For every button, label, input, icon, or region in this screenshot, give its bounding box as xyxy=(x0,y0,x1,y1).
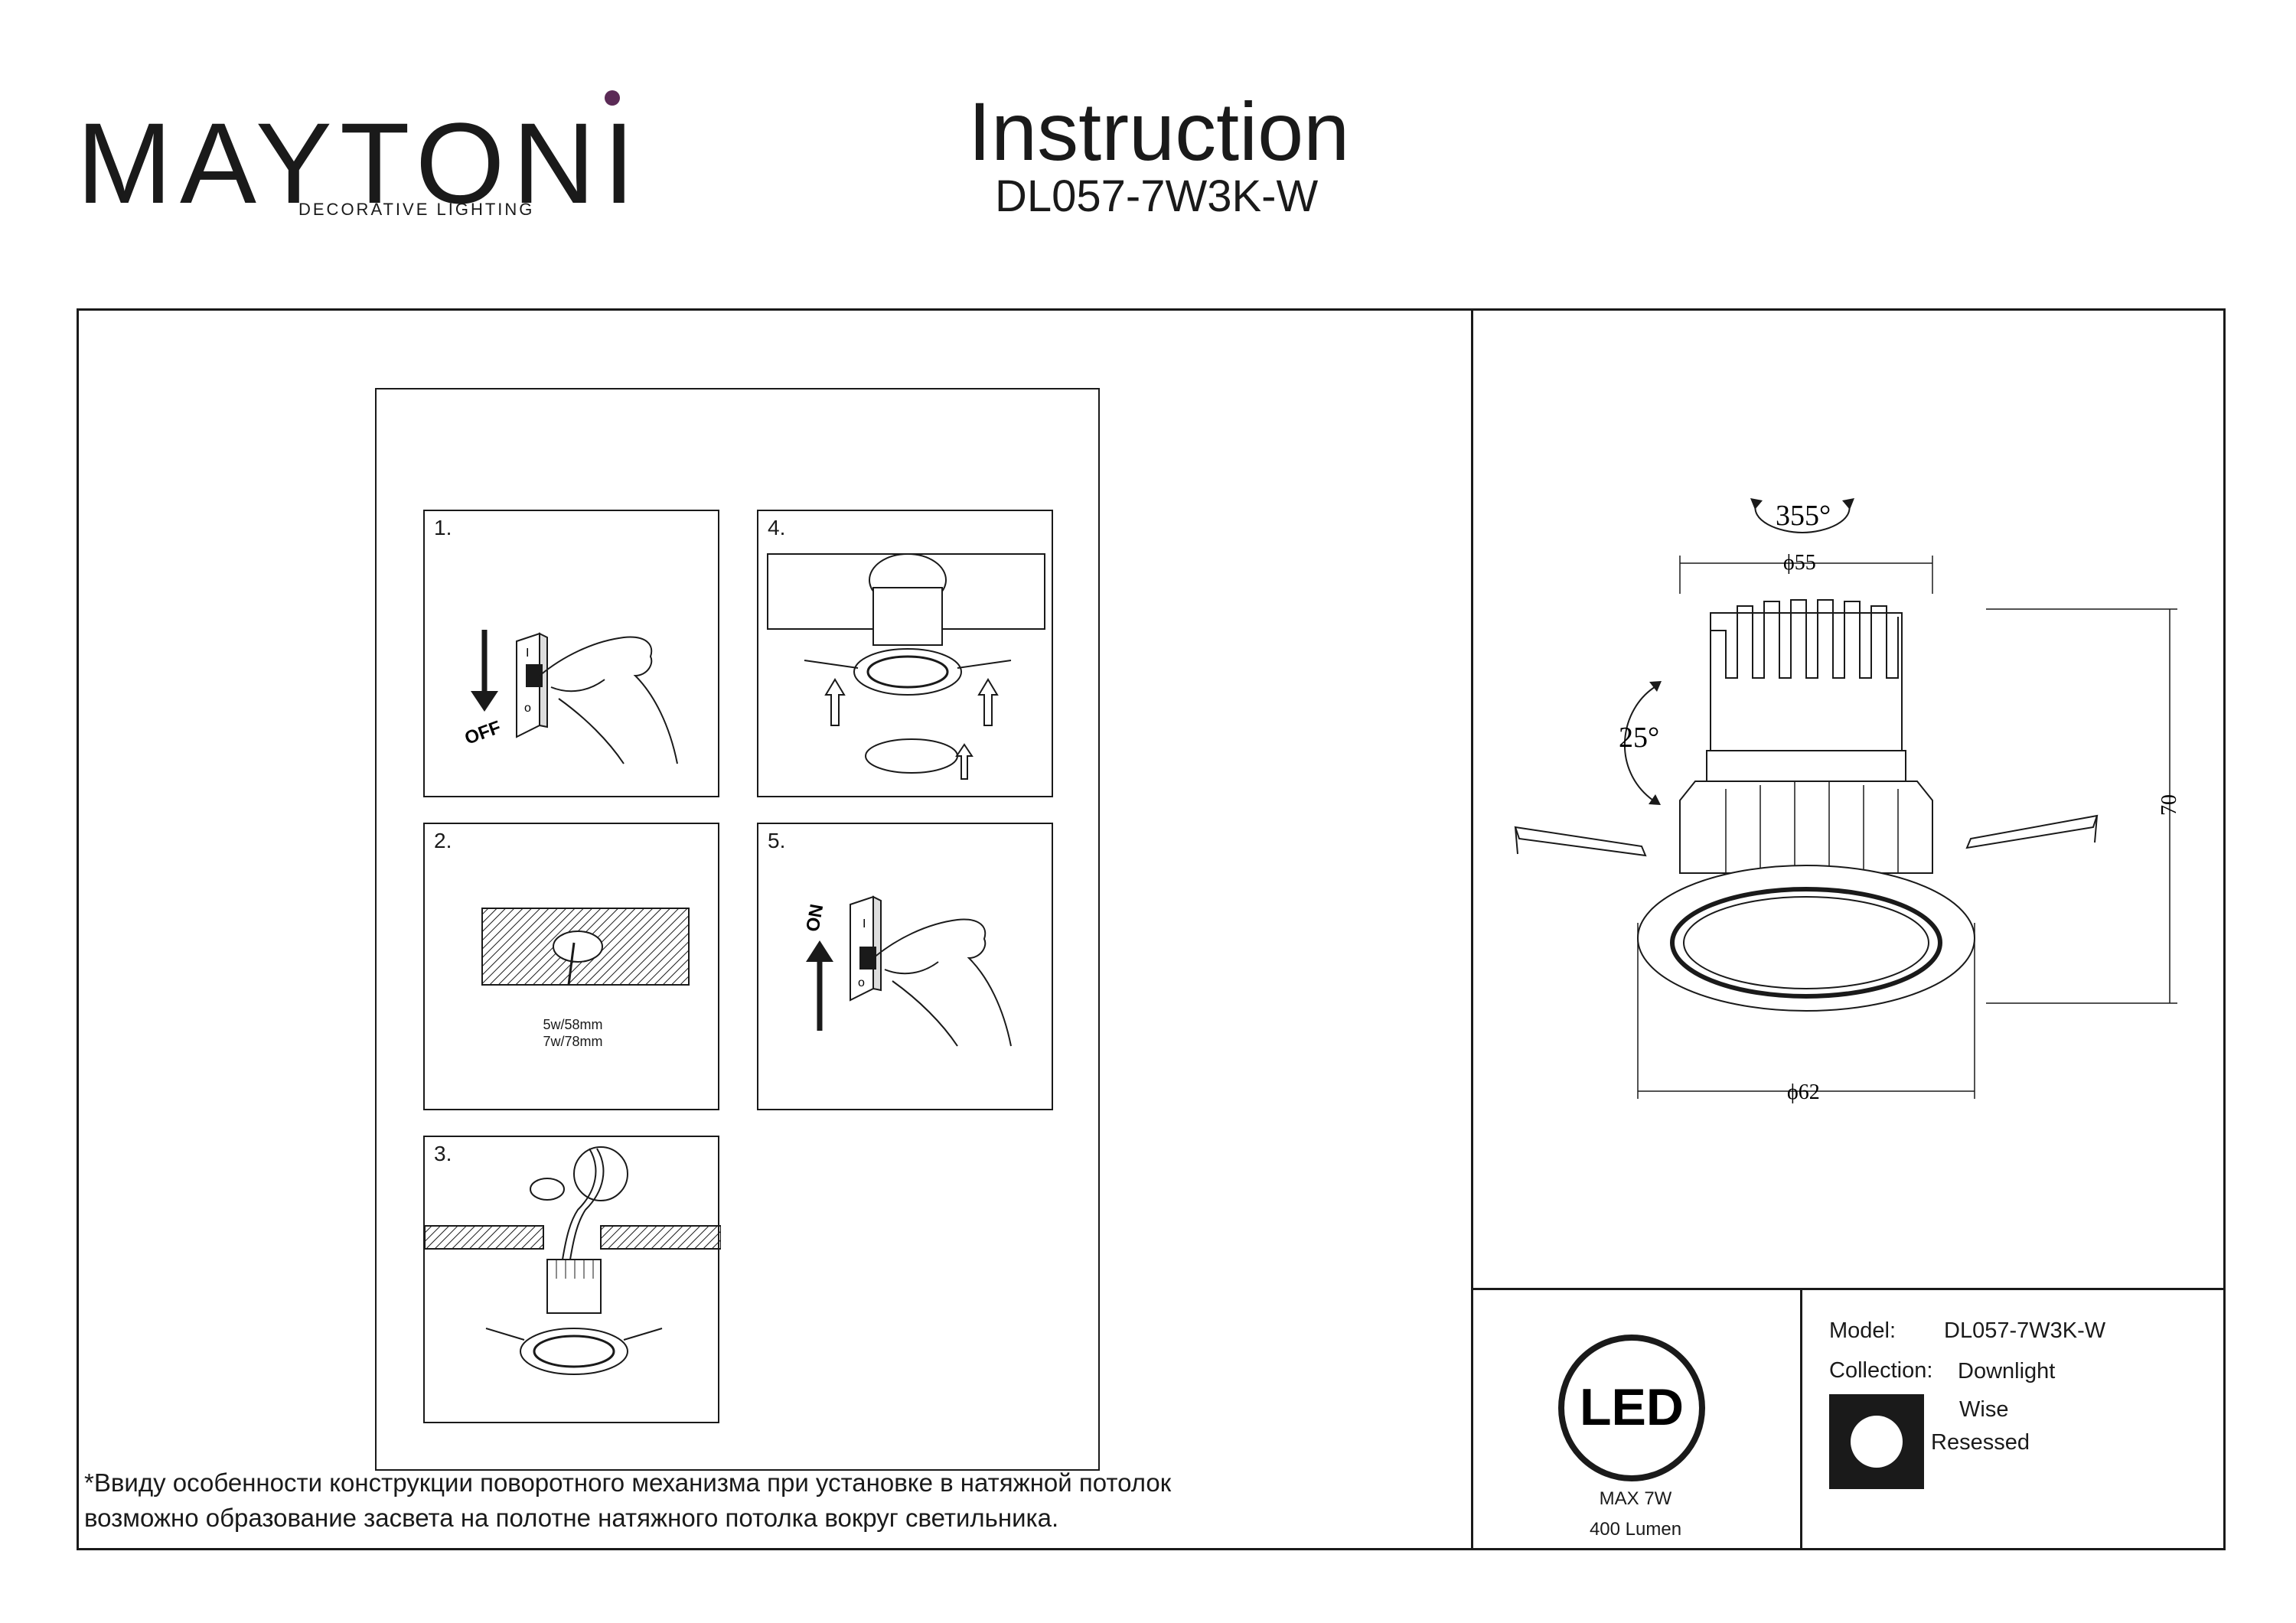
document-model: DL057-7W3K-W xyxy=(995,171,1319,221)
note-line-1: *Ввиду особенности конструкции поворотно… xyxy=(84,1468,1172,1497)
svg-text:o: o xyxy=(524,702,531,715)
step-2-panel: 2. 5w/58mm 7w/78mm xyxy=(423,823,719,1110)
led-icon-text: LED xyxy=(1580,1378,1684,1436)
svg-text:I: I xyxy=(526,647,529,660)
rotation-angle: 355° xyxy=(1776,500,1831,532)
top-diameter: ϕ55 xyxy=(1783,551,1816,575)
max-power: MAX 7W xyxy=(1599,1488,1672,1509)
step-3-panel: 3. xyxy=(423,1136,721,1423)
step-1-panel: 1. I o OFF xyxy=(423,510,719,797)
step-number: 5. xyxy=(768,829,786,852)
step-5-label: ON xyxy=(802,902,827,933)
brand-tagline: DECORATIVE LIGHTING xyxy=(298,200,535,219)
step-number: 3. xyxy=(434,1142,452,1165)
outer-diameter: ϕ62 xyxy=(1787,1080,1820,1104)
installation-note: *Ввиду особенности конструкции поворотно… xyxy=(84,1465,1171,1536)
step-number: 1. xyxy=(434,516,452,539)
step-1-label: OFF xyxy=(462,717,504,749)
wiring-connection-icon xyxy=(425,1146,721,1375)
dimension-drawing: 355° ϕ55 25° ϕ62 70 xyxy=(1514,498,2181,1104)
lumen-output: 400 Lumen xyxy=(1589,1519,1682,1540)
svg-text:o: o xyxy=(858,976,865,989)
model-value: DL057-7W3K-W xyxy=(1944,1318,2106,1343)
height-dimension: 70 xyxy=(2157,794,2181,816)
brand-logo: MAYTONI DECORATIVE LIGHTING xyxy=(77,90,635,228)
step-number: 4. xyxy=(768,516,786,539)
hole-size-5w: 5w/58mm xyxy=(543,1017,603,1032)
frame-divider-vertical xyxy=(1471,308,1473,1550)
svg-text:I: I xyxy=(863,917,866,930)
insert-fixture-icon xyxy=(767,553,1045,780)
model-label: Model: xyxy=(1829,1318,1896,1343)
spec-divider xyxy=(1800,1288,1802,1550)
step-number: 2. xyxy=(434,829,452,852)
content-frame xyxy=(77,308,2226,1550)
collection-value: Downlight xyxy=(1958,1359,2056,1383)
note-line-2: возможно образование засвета на полотне … xyxy=(84,1504,1059,1532)
hole-size-7w: 7w/78mm xyxy=(543,1034,603,1049)
light-switch-on-icon: I o ON xyxy=(802,895,1012,1047)
series-circle-icon xyxy=(1851,1416,1903,1468)
led-icon: LED xyxy=(1558,1335,1705,1481)
brand-name: MAYTONI xyxy=(77,99,643,227)
series-name: Wise xyxy=(1959,1397,2009,1422)
document-title: Instruction xyxy=(968,85,1350,178)
step-5-panel: 5. I o ON xyxy=(757,823,1053,1110)
light-switch-off-icon: I o OFF xyxy=(462,630,678,764)
fixture-type: Resessed xyxy=(1931,1430,2030,1455)
frame-divider-horizontal xyxy=(1471,1288,2226,1290)
collection-label: Collection: xyxy=(1829,1358,1933,1383)
instruction-panel xyxy=(375,388,1100,1471)
step-4-panel: 4. xyxy=(757,510,1053,797)
tilt-angle: 25° xyxy=(1619,722,1659,754)
ceiling-cutout-icon xyxy=(481,908,690,986)
brand-dot-accent xyxy=(605,90,620,106)
